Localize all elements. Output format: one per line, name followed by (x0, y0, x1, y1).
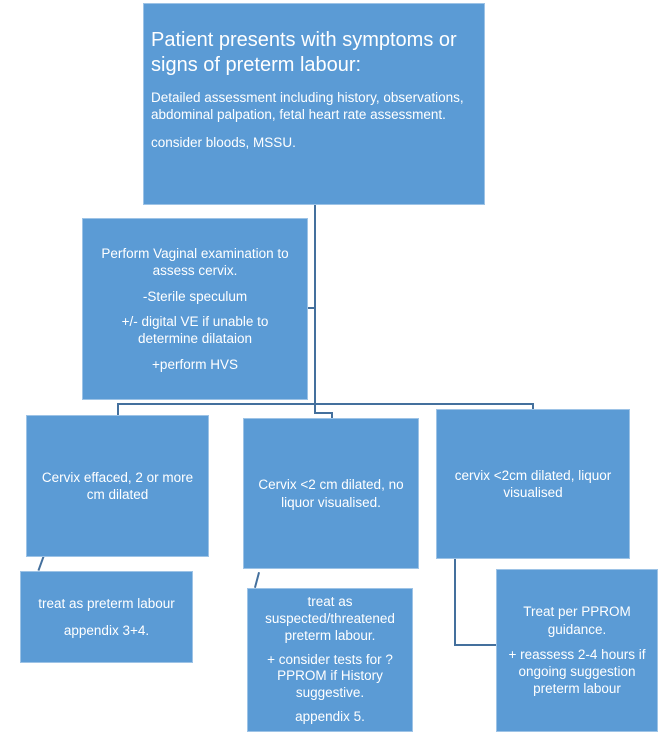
connector-left-slash (37, 556, 45, 571)
node-body: Detailed assessment including history, o… (151, 89, 464, 124)
connector-pprom-vertical (454, 559, 456, 646)
node-cervix-lt2cm-liquor: cervix <2cm dilated, liquor visualised (436, 409, 630, 559)
connector-center-jog (314, 412, 333, 414)
node-paragraph: Cervix effaced, 2 or more cm dilated (41, 469, 194, 502)
connector-center-drop (314, 403, 316, 414)
node-paragraph: treat as preterm labour (38, 595, 175, 611)
node-paragraph: treat as suspected/threatened preterm la… (265, 594, 395, 645)
node-patient-presents: Patient presents with symptoms or signs … (143, 3, 485, 205)
connector-left-drop (117, 403, 119, 416)
node-cervix-lt2cm-no-liquor: Cervix <2 cm dilated, no liquor visualis… (243, 418, 419, 569)
node-paragraph: Treat per PPROM guidance. (523, 604, 631, 637)
node-paragraph: +/- digital VE if unable to determine di… (121, 314, 269, 347)
connector-middle-slash (253, 572, 261, 588)
node-treat-per-pprom: Treat per PPROM guidance. + reassess 2-4… (496, 569, 658, 732)
node-paragraph: +perform HVS (152, 356, 238, 372)
node-paragraph: + reassess 2-4 hours if ongoing suggesti… (508, 646, 646, 697)
connector-exam-tick (308, 307, 316, 309)
node-body-line: preterm labour. (284, 627, 376, 643)
node-paragraph: appendix 5. (295, 709, 365, 725)
connector-center-drop2 (331, 412, 333, 420)
node-paragraph: Perform Vaginal examination to assess ce… (101, 246, 289, 279)
node-title: Patient presents with symptoms or signs … (151, 29, 457, 76)
node-paragraph: cervix <2cm dilated, liquor visualised (454, 467, 612, 500)
node-paragraph: + consider tests for ?PPROM if History s… (267, 651, 393, 701)
node-body-line: treat as (307, 593, 353, 609)
node-body-line: consider bloods, MSSU. (151, 135, 296, 151)
node-cervix-effaced: Cervix effaced, 2 or more cm dilated (26, 415, 209, 557)
node-treat-preterm-labour: treat as preterm labour appendix 3+4. (20, 571, 193, 663)
node-paragraph: appendix 3+4. (63, 623, 150, 638)
node-body-line: abdominal palpation, fetal heart rate as… (151, 106, 446, 122)
node-paragraph: Cervix <2 cm dilated, no liquor visualis… (258, 477, 404, 510)
connector-main-vertical (314, 205, 316, 405)
node-treat-suspected-threatened: treat as suspected/threatened preterm la… (247, 588, 413, 732)
node-paragraph: -Sterile speculum (142, 288, 248, 304)
connector-branch-horizontal (117, 403, 534, 405)
node-vaginal-examination: Perform Vaginal examination to assess ce… (82, 218, 308, 400)
connector-pprom-horizontal (454, 644, 498, 646)
node-body-line: suspected/threatened (265, 610, 395, 626)
node-body-line: Detailed assessment including history, o… (151, 89, 464, 105)
connector-right-drop (532, 403, 534, 411)
